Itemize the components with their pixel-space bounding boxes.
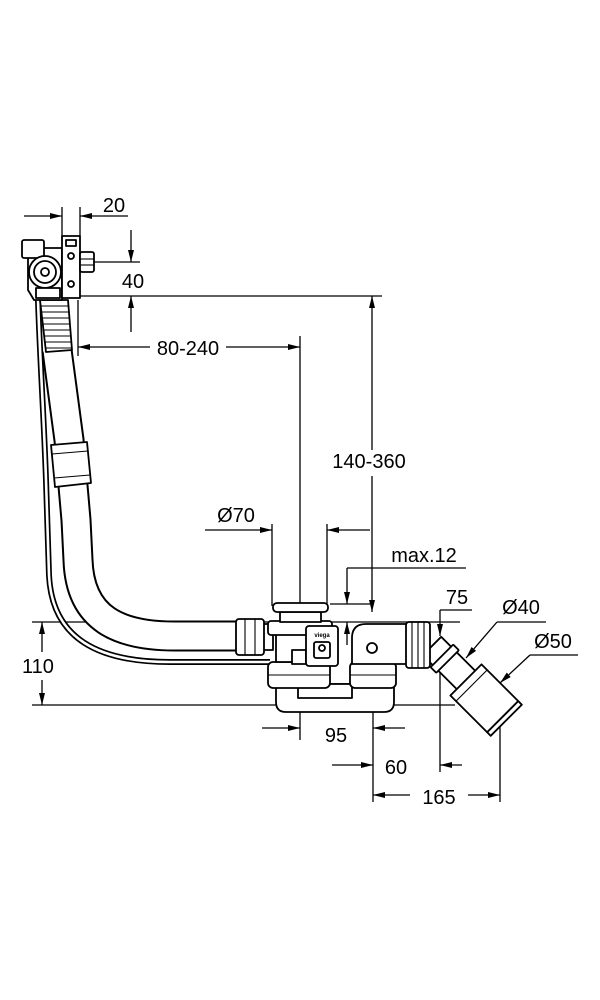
elbow-body (351, 623, 409, 665)
union-nut (235, 618, 274, 656)
dimension-95 (262, 700, 405, 802)
label-outlet-reach: 165 (422, 787, 455, 809)
leader-arrow (499, 654, 531, 684)
label-lip-height: max.12 (391, 545, 457, 567)
nut-body (235, 618, 265, 656)
drain-flange (272, 602, 329, 613)
plate-screw (67, 252, 75, 260)
leader-d40 (465, 621, 546, 659)
label-trap-height: 110 (22, 656, 54, 678)
label-drain-diameter: Ø70 (217, 505, 255, 527)
brand-logo: viega (314, 633, 330, 639)
outlet-nut (405, 621, 431, 669)
overflow-pipe (41, 347, 240, 652)
plate-clip (65, 239, 77, 247)
overflow-head (21, 235, 95, 301)
coupling-groove (53, 474, 91, 479)
label-trap-offset: 95 (325, 725, 347, 747)
coupling-body (50, 441, 92, 488)
label-horizontal-range: 80-240 (157, 338, 219, 360)
dimension-40 (92, 230, 140, 332)
hose-body (39, 299, 73, 353)
overflow-ring-hub (40, 267, 50, 277)
label-outlet-offset: 60 (385, 757, 407, 779)
dimension-labels: 20 40 80-240 140-360 Ø70 max.12 75 Ø40 Ø… (22, 195, 572, 809)
trap (267, 661, 397, 713)
dimension-80-240 (77, 300, 300, 356)
cable-connector (291, 649, 307, 665)
overflow-base-block (35, 287, 61, 299)
bowden-cable (35, 299, 270, 665)
cable-core (36, 299, 270, 664)
outlet-pipe-ring (430, 644, 460, 674)
adjustment-bolt (79, 251, 95, 273)
fitting-pin (318, 644, 326, 652)
dimension-d70 (205, 524, 370, 606)
drain: viega (267, 602, 339, 667)
label-overflow-width: 20 (103, 195, 125, 217)
trap-outlet-elbow (351, 623, 409, 665)
sleeve-band (455, 669, 488, 702)
label-vertical-range: 140-360 (332, 451, 405, 473)
label-outlet-diameter-50: Ø50 (534, 631, 572, 653)
drain-neck (279, 611, 322, 623)
label-outlet-diameter-40: Ø40 (502, 597, 540, 619)
angled-outlet (421, 635, 523, 737)
coupling-groove (51, 450, 89, 455)
sleeve-end (486, 700, 523, 737)
dimension-lines (24, 207, 578, 802)
leader-d50 (499, 654, 578, 684)
overflow-cap (21, 239, 45, 259)
dimension-max12 (330, 567, 466, 645)
elbow-port (366, 642, 378, 654)
pipe-interior (43, 348, 240, 650)
brand-fitting: viega (305, 625, 339, 667)
flexible-hose (39, 299, 73, 353)
pipe-coupling (50, 441, 92, 488)
dimension-20 (24, 207, 128, 238)
label-overflow-height: 40 (122, 271, 144, 293)
plate-screw (67, 280, 75, 288)
label-connector-length: 75 (446, 587, 468, 609)
dimension-165 (373, 722, 501, 802)
leader-arrow (465, 621, 498, 659)
